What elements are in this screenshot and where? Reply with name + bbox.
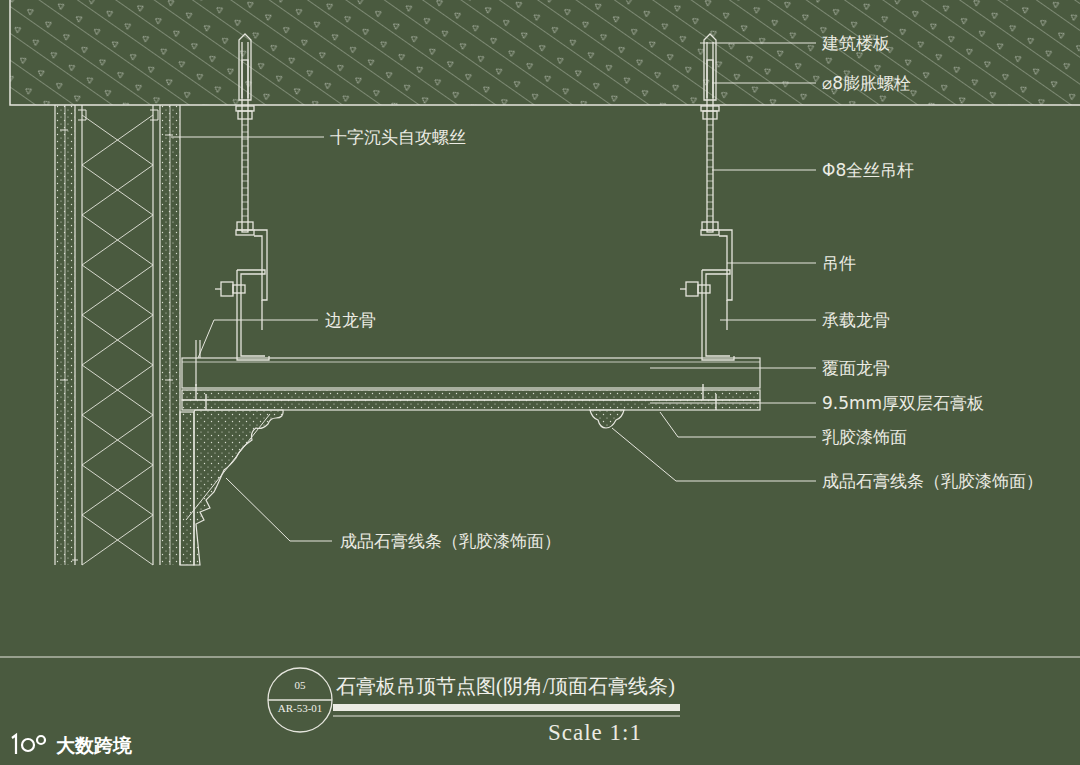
partition-wall [55,105,194,565]
callout-label: 吊件 [822,253,856,273]
callout-label: 成品石膏线条（乳胶漆饰面） [822,471,1043,491]
callout-label: 覆面龙骨 [822,358,890,378]
callout-label: ⌀8膨胀螺栓 [822,73,911,93]
detail-number: 05 [267,679,333,691]
scale-note: Scale 1:1 [548,720,642,746]
callout-label: 9.5mm厚双层石膏板 [822,393,984,413]
callout-label: 十字沉头自攻螺丝 [330,127,466,147]
drawing-title: 石膏板吊顶节点图(阴角/顶面石膏线条) [336,674,675,698]
floor-slab [10,0,1080,105]
watermark: 大数跨境 [56,735,132,755]
title-block [0,657,1080,716]
watermark-logo [12,735,45,754]
detail-reference-circle: 05AR-53-01 [267,667,333,733]
callout-label: 乳胶漆饰面 [822,427,907,447]
callout-label: 承载龙骨 [822,310,890,330]
leader-lines [171,43,816,541]
callout-label: Φ8全丝吊杆 [822,160,914,180]
callout-label: 成品石膏线条（乳胶漆饰面） [340,531,561,551]
callout-label: 边龙骨 [325,310,376,330]
sheet-number: AR-53-01 [267,702,333,714]
circle-outline [267,667,333,733]
ceiling-assembly [182,34,760,565]
callout-label: 建筑楼板 [822,33,890,53]
